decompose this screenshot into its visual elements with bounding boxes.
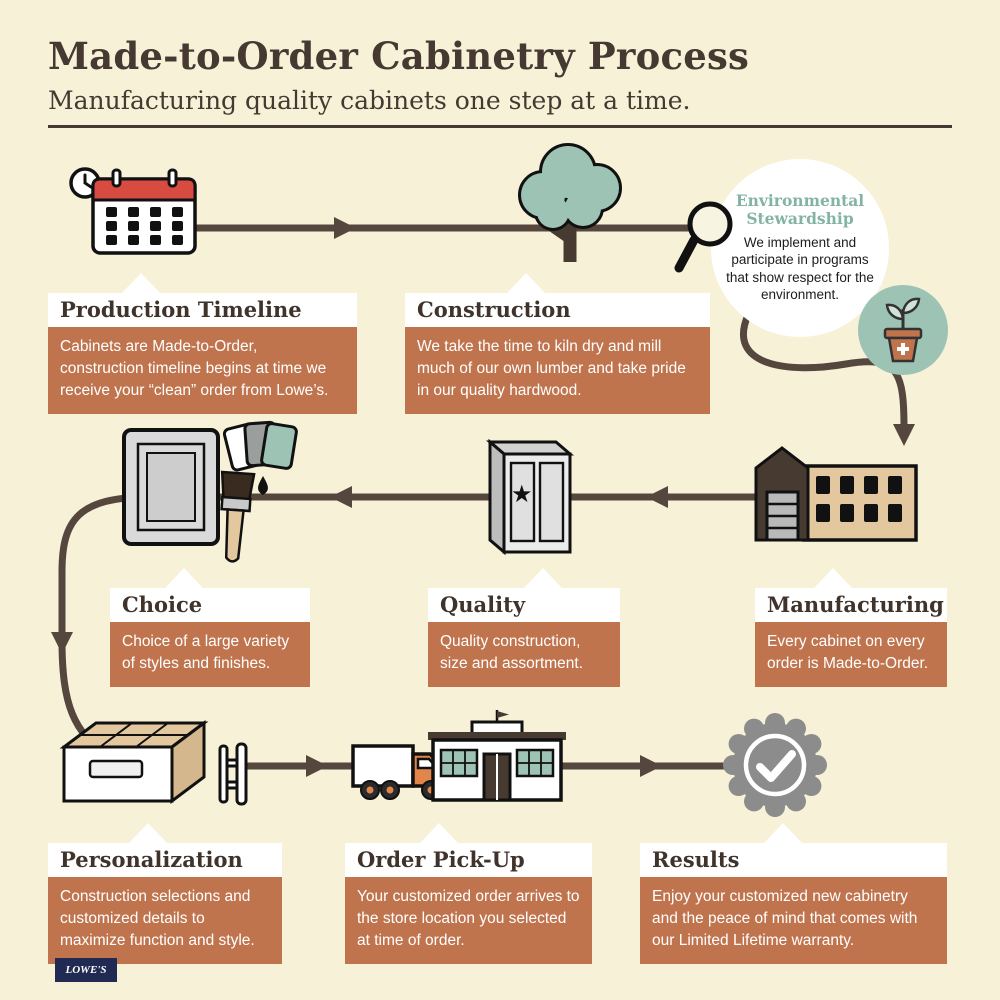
- step-production-timeline: Production Timeline Cabinets are Made-to…: [48, 273, 357, 414]
- badge-check-icon: [720, 710, 830, 820]
- arrow-down-to-factory: [893, 424, 915, 446]
- lowes-logo: LOWE'S: [55, 958, 117, 982]
- step-body: Choice of a large variety of styles and …: [110, 622, 310, 687]
- step-title: Results: [640, 843, 947, 877]
- step-body: Cabinets are Made-to-Order, construction…: [48, 327, 357, 414]
- step-choice: Choice Choice of a large variety of styl…: [110, 568, 310, 687]
- environmental-body: We implement and participate in programs…: [726, 234, 874, 303]
- step-manufacturing: Manufacturing Every cabinet on every ord…: [755, 568, 947, 687]
- environmental-title: Environmental Stewardship: [735, 191, 865, 228]
- arrow-right-to-truck: [306, 755, 328, 777]
- pointer-up: [764, 823, 802, 843]
- pointer-up: [165, 568, 203, 588]
- drawer-icon: [52, 715, 210, 807]
- step-order-pickup: Order Pick-Up Your customized order arri…: [345, 823, 592, 964]
- pointer-up: [507, 273, 545, 293]
- arrow-right-to-results: [640, 755, 662, 777]
- environmental-stewardship-bubble: Environmental Stewardship We implement a…: [711, 159, 889, 337]
- step-title: Construction: [405, 293, 710, 327]
- paint-drop-icon: [258, 476, 268, 495]
- page-subtitle: Manufacturing quality cabinets one step …: [48, 86, 691, 115]
- step-title: Manufacturing: [755, 588, 947, 622]
- arrow-down-left-curve: [51, 632, 73, 654]
- plant-icon: [856, 283, 950, 377]
- color-swatches-icon: [222, 416, 300, 486]
- step-body: Enjoy your customized new cabinetry and …: [640, 877, 947, 964]
- page-title: Made-to-Order Cabinetry Process: [48, 34, 750, 78]
- pointer-up: [420, 823, 458, 843]
- step-title: Personalization: [48, 843, 282, 877]
- step-body: Your customized order arrives to the sto…: [345, 877, 592, 964]
- checkmark-icon: [756, 750, 796, 782]
- arrow-right-row1: [334, 217, 356, 239]
- step-construction: Construction We take the time to kiln dr…: [405, 273, 710, 414]
- paintbrush-icon: [205, 468, 273, 568]
- pointer-up: [814, 568, 852, 588]
- flag-icon: [497, 711, 509, 718]
- step-title: Quality: [428, 588, 620, 622]
- step-body: Every cabinet on every order is Made-to-…: [755, 622, 947, 687]
- magnifier-icon: [672, 198, 747, 278]
- pointer-up: [524, 568, 562, 588]
- star-icon: ★: [511, 480, 533, 508]
- store-icon: [426, 708, 568, 806]
- step-title: Choice: [110, 588, 310, 622]
- arrow-left-quality-choice: [330, 486, 352, 508]
- factory-icon: [752, 438, 920, 544]
- step-quality: Quality Quality construction, size and a…: [428, 568, 620, 687]
- step-body: Quality construction, size and assortmen…: [428, 622, 620, 687]
- calendar-clock-icon: [68, 166, 203, 260]
- step-results: Results Enjoy your customized new cabine…: [640, 823, 947, 964]
- pointer-up: [122, 273, 160, 293]
- step-title: Order Pick-Up: [345, 843, 592, 877]
- handle-icon: [216, 738, 250, 810]
- header-divider: [48, 125, 952, 128]
- cabinet-icon: ★: [478, 436, 575, 560]
- step-body: Construction selections and customized d…: [48, 877, 282, 964]
- arrow-left-factory-quality: [646, 486, 668, 508]
- door-panel-icon: [120, 426, 222, 548]
- pointer-up: [129, 823, 167, 843]
- step-personalization: Personalization Construction selections …: [48, 823, 282, 964]
- tree-icon: [505, 140, 635, 266]
- step-title: Production Timeline: [48, 293, 357, 327]
- step-body: We take the time to kiln dry and mill mu…: [405, 327, 710, 414]
